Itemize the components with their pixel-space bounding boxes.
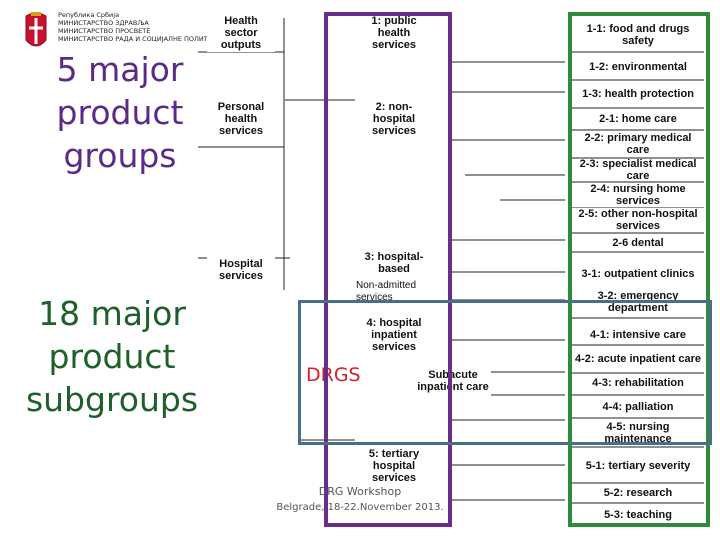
primary-medical-care-box: 2-2: primary medical care: [572, 132, 704, 156]
ministry-line: МИНИСТАРСТВО РАДА И СОЦИЈАЛНЕ ПОЛИТИКЕ: [58, 35, 222, 43]
public-health-services-box: 1: public health services: [355, 14, 433, 52]
ministry-line: МИНИСТАРСТВО ПРОСВЕТЕ: [58, 27, 151, 35]
food-drugs-safety-box: 1-1: food and drugs safety: [572, 21, 704, 49]
hospital-services-box: Hospital services: [207, 256, 275, 284]
teaching-box: 5-3: teaching: [572, 507, 704, 522]
non-admitted-services-label: Non-admitted services: [356, 280, 417, 303]
hospital-inpatient-services-box: 4: hospital inpatient services: [355, 316, 433, 354]
health-protection-box: 1-3: health protection: [572, 82, 704, 106]
ministry-line: Република Србија: [58, 11, 120, 19]
ministry-line: МИНИСТАРСТВО ЗДРАВЉА: [58, 19, 149, 27]
health-sector-outputs-box: Health sector outputs: [207, 14, 275, 52]
other-non-hospital-services-box: 2-5: other non-hospital services: [572, 208, 704, 232]
home-care-box: 2-1: home care: [572, 111, 704, 127]
personal-health-services-box: Personal health services: [207, 100, 275, 138]
dental-box: 2-6 dental: [572, 235, 704, 250]
nursing-home-services-box: 2-4: nursing home services: [572, 183, 704, 207]
acute-inpatient-care-box: 4-2: acute inpatient care: [572, 346, 704, 371]
footer-date: Belgrade, 18-22.November 2013.: [276, 502, 444, 513]
major-subgroups-heading: 18 major product subgroups: [25, 294, 199, 419]
major-groups-heading: 5 major product groups: [56, 50, 184, 175]
environmental-box: 1-2: environmental: [572, 55, 704, 79]
ministry-header: Република Србија МИНИСТАРСТВО ЗДРАВЉА МИ…: [58, 11, 222, 43]
purple-groups-frame: [324, 12, 452, 527]
non-hospital-services-box: 2: non-hospital services: [355, 100, 433, 138]
tertiary-hospital-services-box: 5: tertiary hospital services: [355, 447, 433, 485]
outpatient-clinics-box: 3-1: outpatient clinics: [572, 262, 704, 286]
subacute-inpatient-care-box: Subacute inpatient care: [415, 362, 491, 400]
drgs-label: DRGS: [306, 364, 361, 386]
specialist-medical-care-box: 2-3: specialist medical care: [572, 158, 704, 182]
research-box: 5-2: research: [572, 485, 704, 500]
tertiary-severity-box: 5-1: tertiary severity: [572, 454, 704, 478]
drgs-scope-frame: [298, 300, 712, 445]
coat-of-arms-logo: [22, 10, 50, 60]
footer-workshop-title: DRG Workshop: [318, 485, 402, 498]
intensive-care-box: 4-1: intensive care: [572, 327, 704, 342]
green-subgroups-frame: [568, 12, 710, 527]
palliation-box: 4-4: palliation: [572, 399, 704, 414]
rehabilitation-box: 4-3: rehabilitation: [572, 375, 704, 391]
hospital-based-box: 3: hospital-based: [355, 250, 433, 276]
